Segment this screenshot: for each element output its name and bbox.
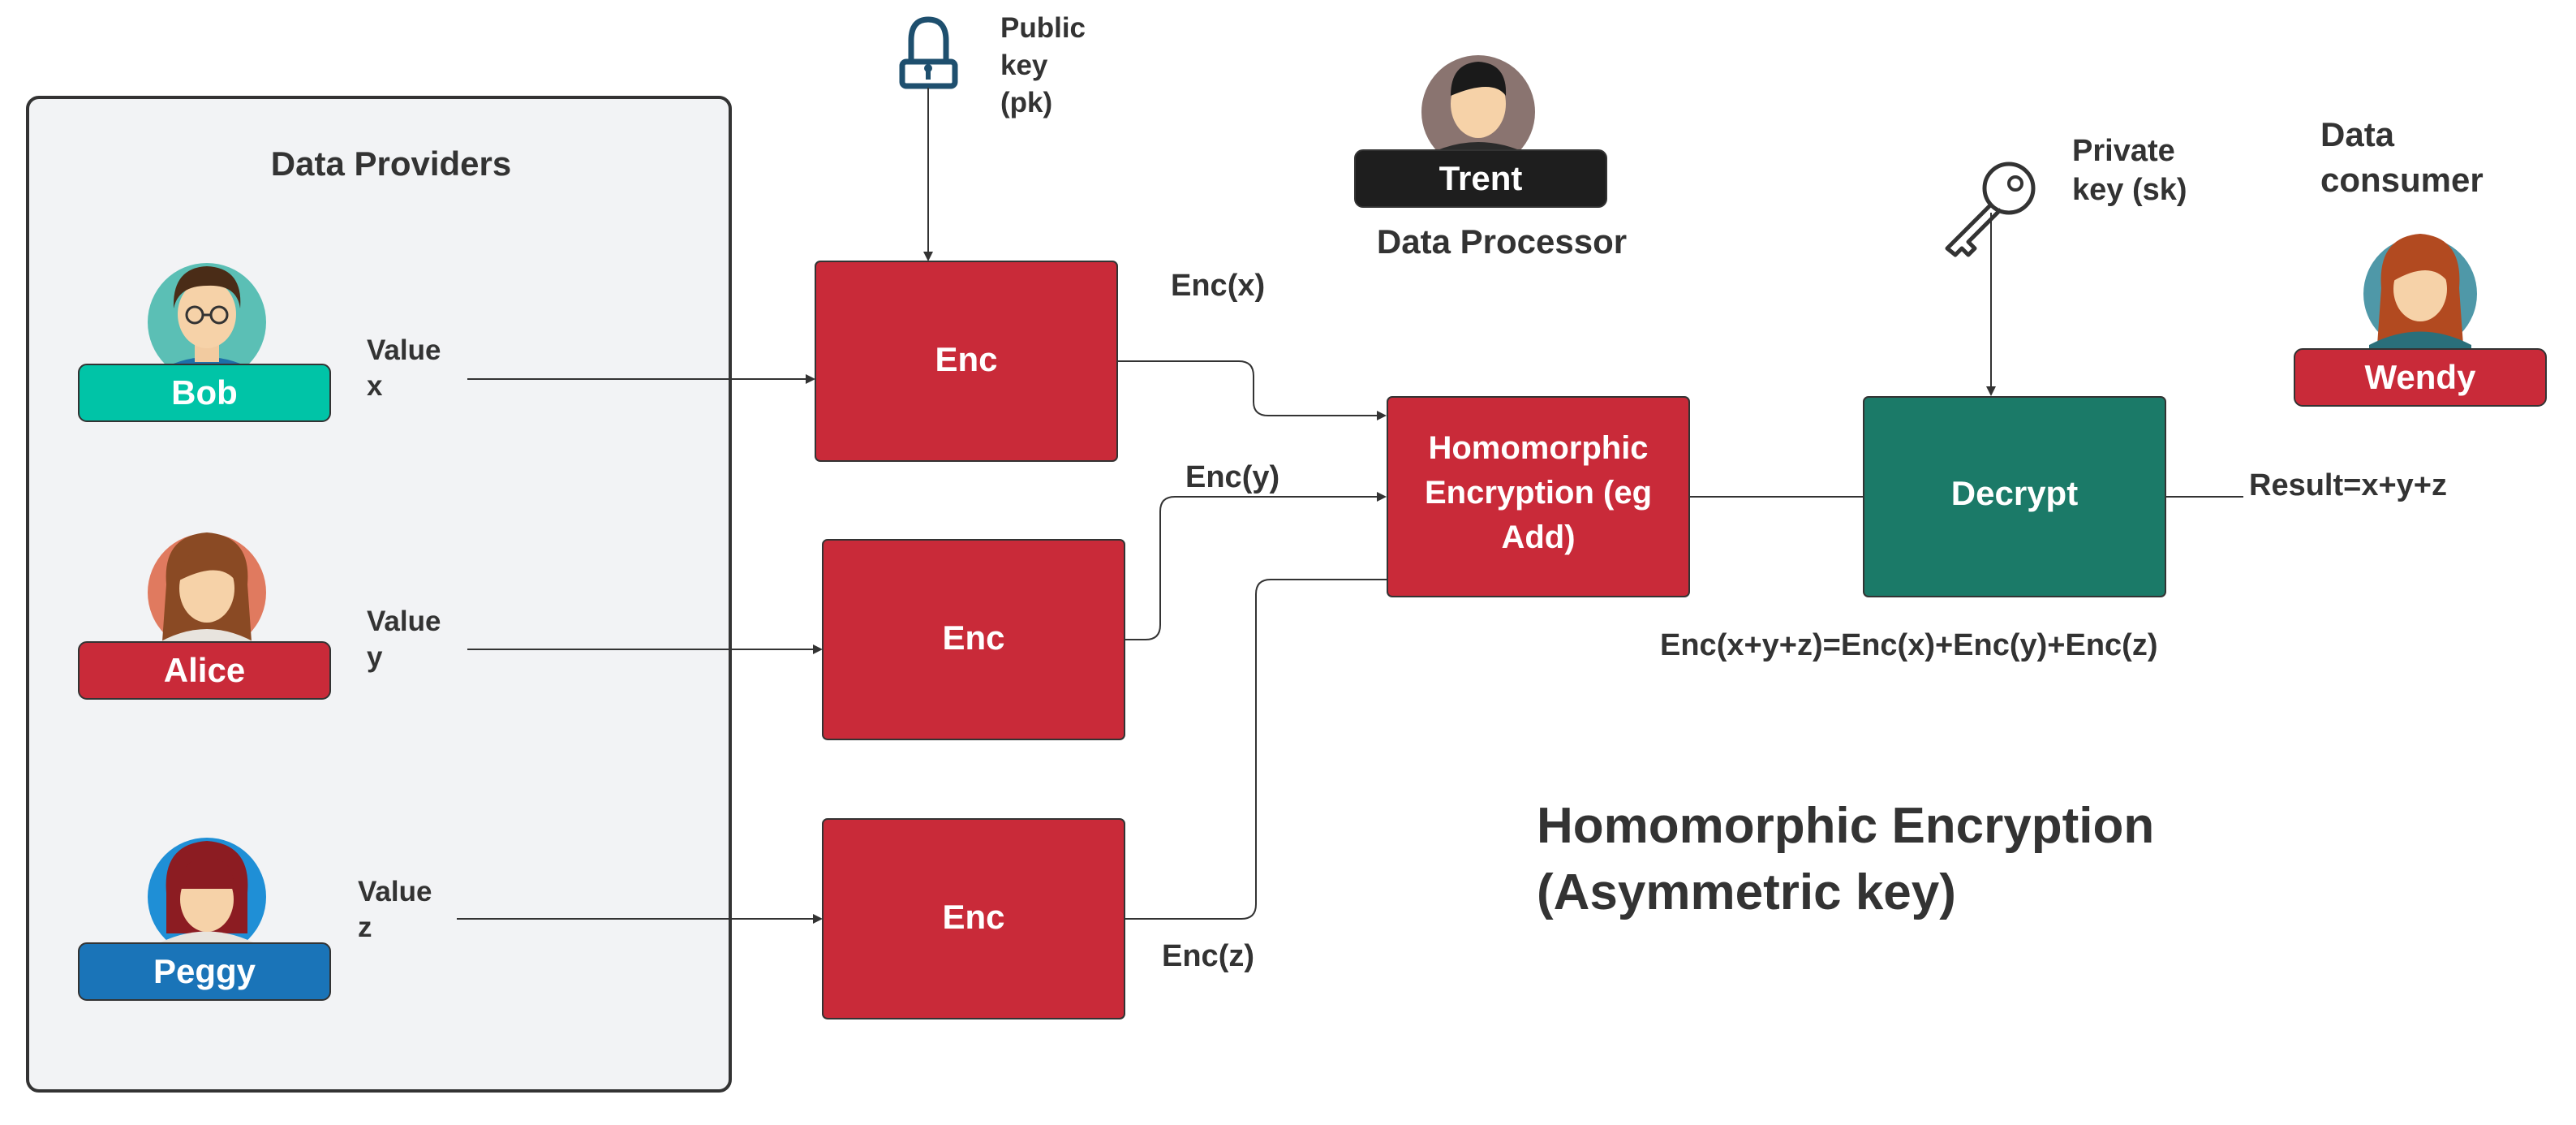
processor-trent: Trent Data Processor	[1354, 55, 1627, 261]
connector-enc-z-to-he	[1125, 579, 1387, 920]
provider-bob: Bob Value x	[78, 263, 441, 422]
enc-box-y-label: Enc	[942, 619, 1004, 657]
alice-badge	[78, 641, 331, 700]
public-key-label-line3: (pk)	[1000, 87, 1052, 119]
he-box-line1: Homomorphic	[1428, 430, 1648, 466]
bob-badge	[78, 364, 331, 422]
caption-line2: (Asymmetric key)	[1537, 864, 1956, 920]
woman-bangs-avatar-icon	[148, 838, 266, 956]
he-box-line2: Encryption (eg	[1425, 475, 1652, 511]
connector-enc-y-to-he	[1125, 492, 1387, 640]
enc-x-label: Enc(x)	[1171, 269, 1265, 303]
man-glasses-avatar-icon	[148, 263, 266, 381]
connector-enc-x-to-he	[1117, 360, 1387, 420]
man-avatar-icon	[1421, 55, 1535, 169]
homomorphic-encryption-box: Homomorphic Encryption (eg Add)	[1387, 396, 1690, 597]
enc-box-x: Enc	[815, 261, 1118, 462]
trent-name: Trent	[1439, 159, 1523, 197]
lock-icon	[899, 16, 958, 89]
caption-line1: Homomorphic Encryption	[1537, 798, 2154, 854]
data-consumer-line1: Data	[2320, 115, 2395, 153]
decrypt-box: Decrypt	[1863, 396, 2166, 597]
enc-y-label: Enc(y)	[1185, 460, 1279, 494]
data-processor-label: Data Processor	[1377, 222, 1627, 261]
alice-value-label: Value	[367, 606, 441, 637]
key-icon	[1945, 162, 2036, 257]
peggy-badge	[78, 942, 331, 1001]
trent-badge	[1354, 149, 1607, 208]
public-key-label-line2: key	[1000, 50, 1048, 81]
alice-name: Alice	[164, 651, 245, 689]
data-consumer-line2: consumer	[2320, 161, 2484, 199]
enc-box-z-label: Enc	[942, 898, 1004, 936]
provider-peggy: Peggy Value z	[78, 838, 432, 1001]
peggy-name: Peggy	[153, 952, 256, 990]
equation-label: Enc(x+y+z)=Enc(x)+Enc(y)+Enc(z)	[1660, 628, 2158, 662]
enc-box-x-label: Enc	[935, 340, 997, 378]
decrypt-label: Decrypt	[1951, 474, 2078, 512]
enc-box-z: Enc	[822, 818, 1125, 1019]
wendy-badge	[2294, 348, 2547, 407]
enc-z-label: Enc(z)	[1162, 939, 1254, 973]
provider-alice: Alice Value y	[78, 532, 441, 700]
wendy-name: Wendy	[2365, 358, 2477, 396]
woman-avatar-icon	[148, 532, 266, 653]
alice-value-var: y	[367, 641, 383, 673]
private-key-label-line1: Private	[2072, 134, 2175, 168]
woman-avatar-icon	[2363, 234, 2477, 353]
consumer-wendy: Wendy	[2294, 234, 2547, 407]
data-providers-title: Data Providers	[271, 144, 511, 183]
bob-name: Bob	[171, 373, 238, 412]
enc-box-y: Enc	[822, 539, 1125, 740]
private-key-label-line2: key (sk)	[2072, 173, 2187, 207]
bob-value-label: Value	[367, 334, 441, 366]
he-box-line3: Add)	[1501, 519, 1575, 555]
data-providers-panel	[26, 96, 732, 1093]
result-label: Result=x+y+z	[2249, 468, 2447, 502]
bob-value-var: x	[367, 370, 383, 402]
public-key-label-line1: Public	[1000, 12, 1086, 44]
peggy-value-label: Value	[358, 876, 432, 907]
peggy-value-var: z	[358, 912, 372, 943]
